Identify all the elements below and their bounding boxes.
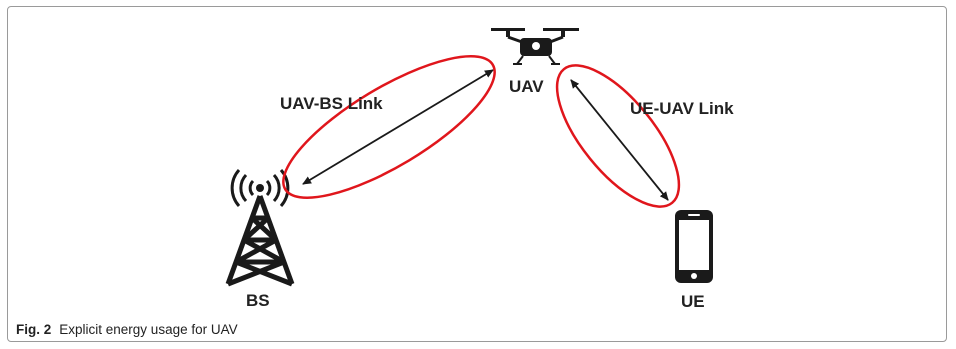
uav-label: UAV (509, 77, 544, 96)
uav-bs-link-arrow (302, 69, 494, 185)
ue-uav-link-highlight (555, 64, 681, 208)
drone-icon (491, 28, 579, 65)
figure-caption-text: Explicit energy usage for UAV (59, 322, 238, 337)
ue-uav-link-label: UE-UAV Link (630, 99, 734, 118)
figure-number: Fig. 2 (16, 322, 52, 337)
ue-label: UE (681, 292, 705, 311)
uav-bs-link-highlight (282, 55, 496, 199)
figure-frame (7, 6, 947, 342)
phone-icon (675, 210, 713, 283)
figure-caption: Fig. 2 Explicit energy usage for UAV (16, 322, 238, 337)
cell-tower-icon (225, 169, 295, 287)
bs-label: BS (246, 291, 270, 310)
ue-uav-link-arrow (570, 79, 669, 201)
uav-bs-link-label: UAV-BS Link (280, 94, 383, 113)
